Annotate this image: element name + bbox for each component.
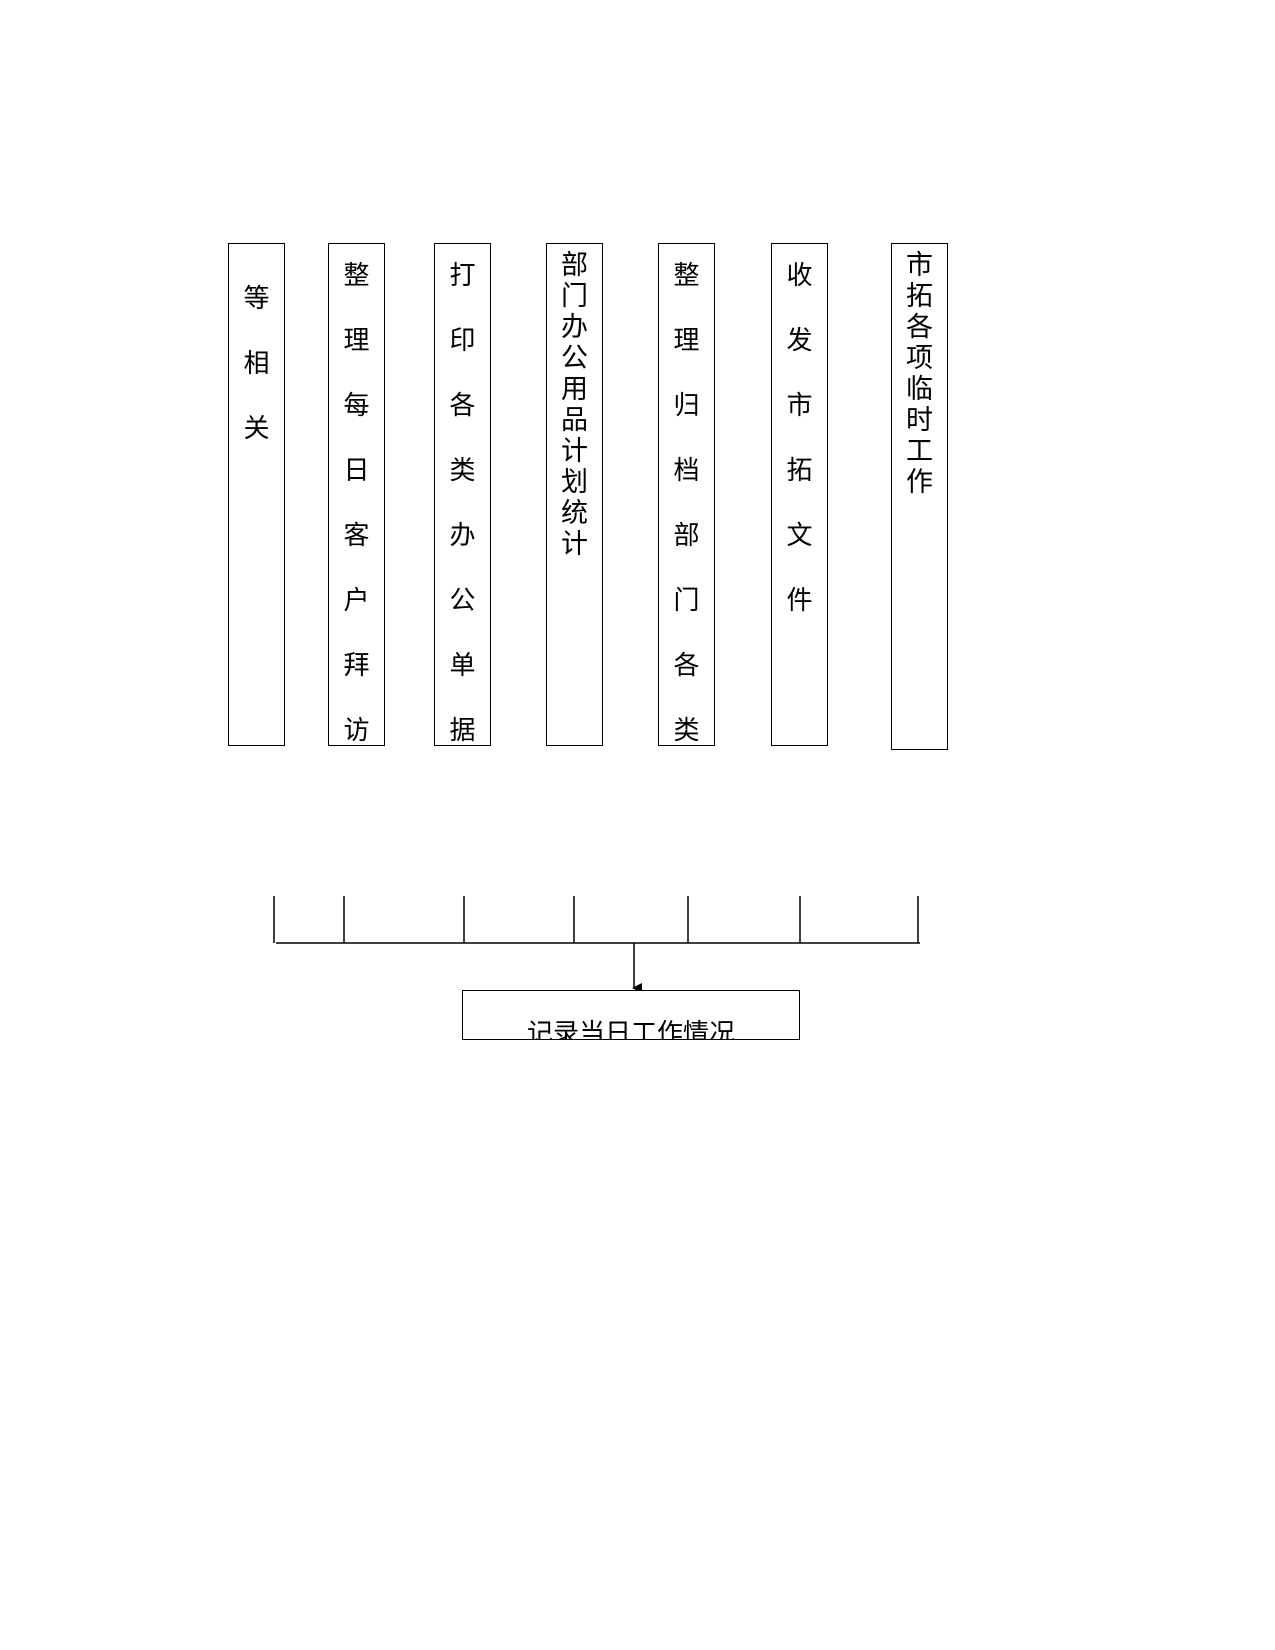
task-label-archive-docs: 整理归档部门各类 bbox=[673, 261, 700, 746]
output-box-daily-record: 记录当日工作情况 bbox=[462, 990, 800, 1040]
task-label-temp-work: 市拓各项临时工作 bbox=[906, 250, 933, 498]
task-label-print-forms: 打印各类办公单据 bbox=[449, 261, 476, 746]
task-box-print-forms: 打印各类办公单据 bbox=[434, 243, 491, 746]
output-label: 记录当日工作情况 bbox=[526, 1019, 735, 1040]
task-box-office-supplies: 部门办公用品计划统计 bbox=[546, 243, 603, 746]
task-box-group-hotel: 集团、酒店等相关 bbox=[228, 243, 285, 746]
task-box-archive-docs: 整理归档部门各类 bbox=[658, 243, 715, 746]
task-box-send-receive: 收发市拓文件 bbox=[771, 243, 828, 746]
task-label-group-hotel: 集团、酒店等相关 bbox=[243, 244, 270, 444]
task-label-visit-records: 整理每日客户拜访 bbox=[343, 261, 370, 746]
task-label-send-receive: 收发市拓文件 bbox=[786, 261, 813, 616]
task-box-temp-work: 市拓各项临时工作 bbox=[891, 243, 948, 750]
task-box-visit-records: 整理每日客户拜访 bbox=[328, 243, 385, 746]
task-label-office-supplies: 部门办公用品计划统计 bbox=[561, 250, 588, 560]
